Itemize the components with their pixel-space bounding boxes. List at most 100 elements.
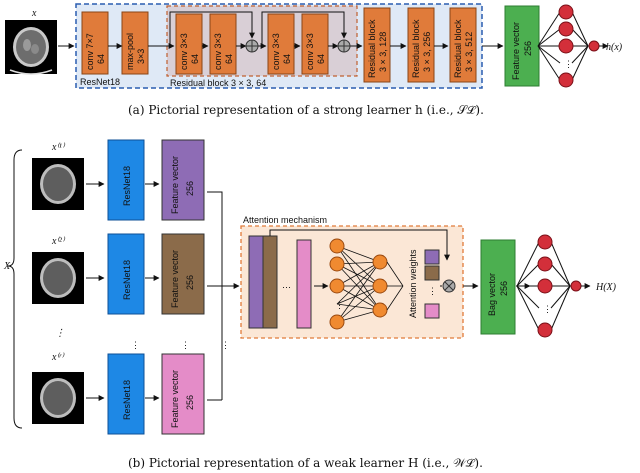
- top-block-1-line2: 64: [96, 54, 106, 64]
- bag-label-2: 256: [499, 281, 509, 296]
- multiply-node: [442, 279, 456, 293]
- feature-dots: ⋮: [181, 340, 190, 350]
- att-right-neuron-3: [372, 302, 388, 318]
- feature-vector-2: [161, 233, 205, 315]
- att-right-neuron-1: [372, 254, 388, 270]
- top-block-1: [81, 11, 109, 75]
- bottom-output-label: H(X): [595, 282, 617, 293]
- top-block-5: [267, 13, 295, 75]
- att-right-neuron-2: [372, 278, 388, 294]
- bottom-nn-out-edge-1: [550, 241, 571, 287]
- att-edge-0-2: [336, 245, 381, 311]
- top-block-4-line2: 64: [224, 54, 234, 64]
- att-edge-3-0: [336, 261, 381, 305]
- top-nn-in-edge-1: [537, 11, 561, 47]
- attention-group: [240, 225, 464, 339]
- bottom-nn-neuron-5: [537, 322, 553, 338]
- bottom-nn-neuron-3: [537, 278, 553, 294]
- feature-vector-2-label-2: 256: [185, 275, 195, 290]
- att-weight-r: [424, 303, 440, 319]
- top-block-3-line1: conv 3×3: [179, 33, 189, 70]
- top-nn-out-edge-1: [571, 11, 589, 47]
- top-block-2-line2: 3×3: [136, 49, 146, 64]
- merge-lines: [207, 191, 223, 401]
- ct-image-1-brain: [43, 167, 73, 201]
- skip-connection-1: [169, 11, 255, 46]
- resnet-dots: ⋮: [131, 340, 140, 350]
- attention-weights-label: Attention weights: [408, 249, 418, 318]
- att-edge-4-1: [336, 285, 381, 323]
- top-block-4-line1: conv 3×3: [213, 33, 223, 70]
- top-block-6-line2: 64: [316, 54, 326, 64]
- sum-node-2: [337, 39, 351, 53]
- top-block-9-line1: Residual block: [453, 19, 463, 78]
- att-edge-4-0: [336, 261, 381, 323]
- att-hdots: ⋯: [282, 282, 291, 292]
- concat-dots: ⋮: [221, 340, 230, 350]
- attention-label: Attention mechanism: [243, 215, 327, 225]
- top-block-2-line1: max-pool: [125, 33, 135, 70]
- att-right-edge-1: [386, 261, 404, 287]
- bottom-nn-in-edge-4: [516, 285, 540, 309]
- bottom-nn-in-edge-2: [516, 263, 540, 287]
- ct-image-2-brain: [43, 261, 73, 295]
- bottom-nn-dots: ⋮: [543, 304, 552, 314]
- bottom-nn-neuron-2: [537, 256, 553, 272]
- top-block-5-line1: conv 3×3: [271, 33, 281, 70]
- top-nn-out-edge-5: [571, 45, 589, 81]
- top-block-7: [363, 7, 391, 83]
- att-edge-0-0: [336, 245, 381, 263]
- input-label-r: x⁽ʳ⁾: [51, 352, 65, 363]
- top-nn-neuron-2: [558, 21, 574, 37]
- top-block-3-line2: 64: [190, 54, 200, 64]
- att-edge-2-0: [336, 261, 381, 287]
- resnet-block-3-label: ResNet18: [122, 380, 132, 420]
- top-block-7-line2: 3 × 3, 128: [378, 32, 388, 72]
- att-edge-2-2: [336, 285, 381, 311]
- att-bag-col-1: [248, 235, 264, 329]
- feature-vector-3: [161, 353, 205, 435]
- input-label-dots: ⋮: [55, 328, 65, 339]
- top-nn-in-edge-5: [537, 45, 561, 81]
- sum-node-1: [245, 39, 259, 53]
- feature-vector-3-label-2: 256: [185, 395, 195, 410]
- residual-group-label: Residual block 3 × 3, 64: [170, 78, 266, 88]
- bottom-nn-output-neuron: [570, 280, 582, 292]
- top-input-label: x: [31, 8, 37, 19]
- top-block-9-line2: 3 × 3, 512: [464, 32, 474, 72]
- skip-connection-2: [261, 11, 347, 46]
- resnet-block-2: [107, 233, 145, 315]
- top-feature-vector: [504, 5, 540, 87]
- top-nn-in-edge-4: [537, 45, 561, 64]
- top-nn-neuron-5: [558, 72, 574, 88]
- top-nn-neuron-3: [558, 38, 574, 54]
- bottom-nn-out-edge-4: [550, 285, 571, 309]
- top-block-1-line1: conv 7×7: [85, 33, 95, 70]
- top-block-8-line2: 3 × 3, 256: [422, 32, 432, 72]
- bag-vector: [480, 239, 516, 335]
- top-nn-in-edge-2: [537, 28, 561, 47]
- att-edge-1-2: [336, 263, 381, 311]
- set-label: X: [3, 261, 11, 272]
- bottom-nn-in-edge-1: [516, 241, 540, 287]
- top-block-5-line2: 64: [282, 54, 292, 64]
- top-nn-dots: ⋮: [564, 59, 573, 69]
- attention-net: ⋮: [329, 238, 404, 330]
- top-block-3: [175, 13, 203, 75]
- att-skip-line: [269, 229, 450, 261]
- input-label-1: x⁽¹⁾: [51, 142, 66, 153]
- top-neural-net: ⋮: [537, 4, 609, 88]
- att-edge-0-1: [336, 245, 381, 287]
- top-block-6-line1: conv 3×3: [305, 33, 315, 70]
- att-left-neuron-1: [329, 238, 345, 254]
- top-nn-out-edge-4: [571, 45, 589, 64]
- att-left-dots: ⋮: [335, 300, 344, 310]
- top-block-9: [449, 7, 477, 83]
- bag-label-1: Bag vector: [487, 273, 497, 316]
- att-weight-dots: ⋮: [428, 286, 437, 296]
- att-edge-3-1: [336, 285, 381, 305]
- resnet-block-1-label: ResNet18: [122, 166, 132, 206]
- bottom-neural-net: ⋮: [516, 234, 591, 338]
